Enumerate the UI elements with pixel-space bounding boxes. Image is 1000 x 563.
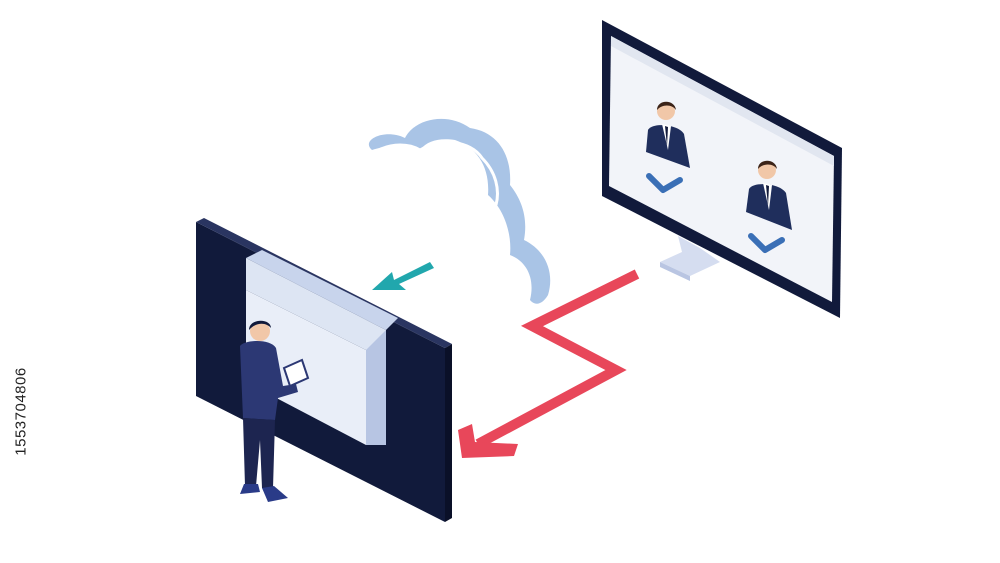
monitor-icon	[602, 20, 842, 318]
checkmark-icon	[646, 173, 683, 193]
device-kiosk-icon	[196, 218, 452, 522]
teal-arrow-icon	[372, 262, 434, 290]
stock-id-label: 1553704806	[12, 367, 30, 456]
red-arrow-icon	[458, 269, 640, 458]
checkmark-icon	[748, 233, 785, 253]
person-icon	[240, 320, 298, 502]
candidate-person-icon	[746, 160, 792, 230]
tablet-icon	[282, 358, 310, 388]
cloud-icon	[368, 118, 551, 304]
candidate-person-icon	[646, 101, 690, 168]
